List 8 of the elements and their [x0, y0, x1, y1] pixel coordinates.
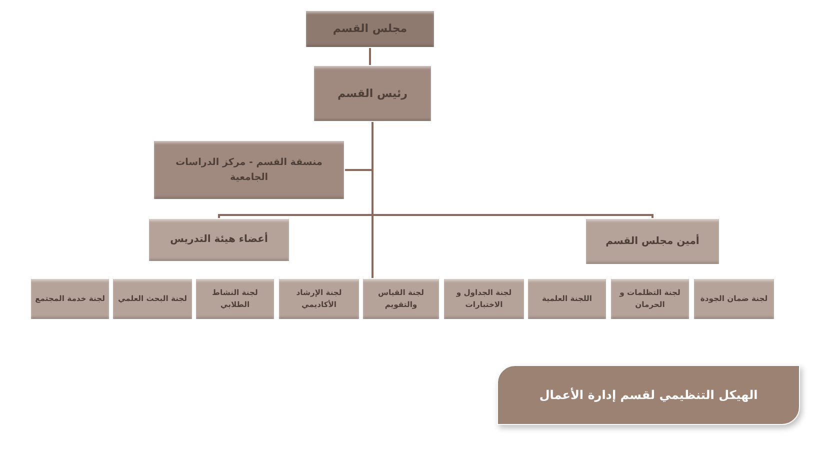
connector-line: [372, 122, 374, 278]
org-box: رئيس القسم: [313, 65, 432, 122]
org-box: منسقة القسم - مركز الدراسات الجامعية: [153, 140, 345, 200]
connector-line: [369, 48, 371, 65]
org-box: مجلس القسم: [305, 10, 435, 48]
org-box: أعضاء هيئة التدريس: [148, 218, 290, 262]
org-box: أمين مجلس القسم: [585, 218, 720, 265]
title-banner: الهيكل التنظيمي لقسم إدارة الأعمال: [497, 365, 800, 425]
